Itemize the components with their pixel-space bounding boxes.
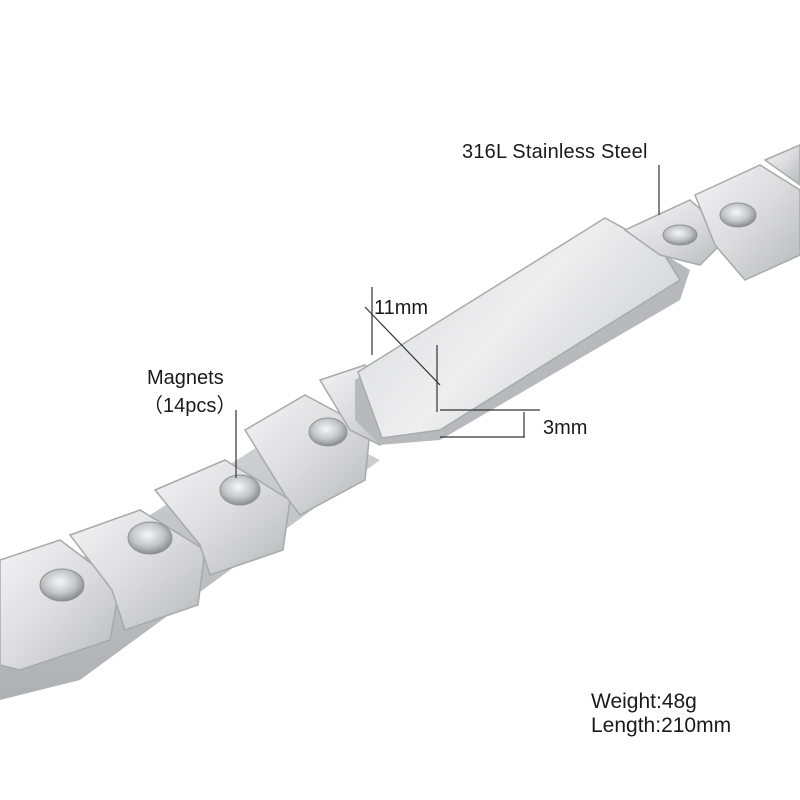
link (763, 144, 800, 186)
thickness-label: 3mm (543, 417, 588, 439)
link (153, 459, 291, 576)
id-plate (355, 217, 690, 445)
band-links-right (623, 144, 800, 281)
magnets-count-label: （14pcs） (143, 395, 237, 417)
length-spec: Length:210mm (591, 714, 732, 737)
annotation-lines (235, 165, 660, 478)
weight-spec: Weight:48g (591, 690, 697, 713)
magnet (662, 224, 698, 246)
link (694, 164, 800, 281)
link (0, 539, 121, 671)
band-links-left (0, 364, 401, 700)
magnet (308, 417, 348, 447)
link (68, 509, 206, 631)
link (243, 394, 371, 516)
material-label: 316L Stainless Steel (462, 141, 648, 163)
width-label: 11mm (374, 297, 429, 319)
magnets-label: Magnets (147, 367, 224, 389)
magnet (719, 202, 757, 228)
magnet (127, 521, 173, 555)
magnet (219, 474, 261, 506)
magnet (39, 568, 85, 602)
